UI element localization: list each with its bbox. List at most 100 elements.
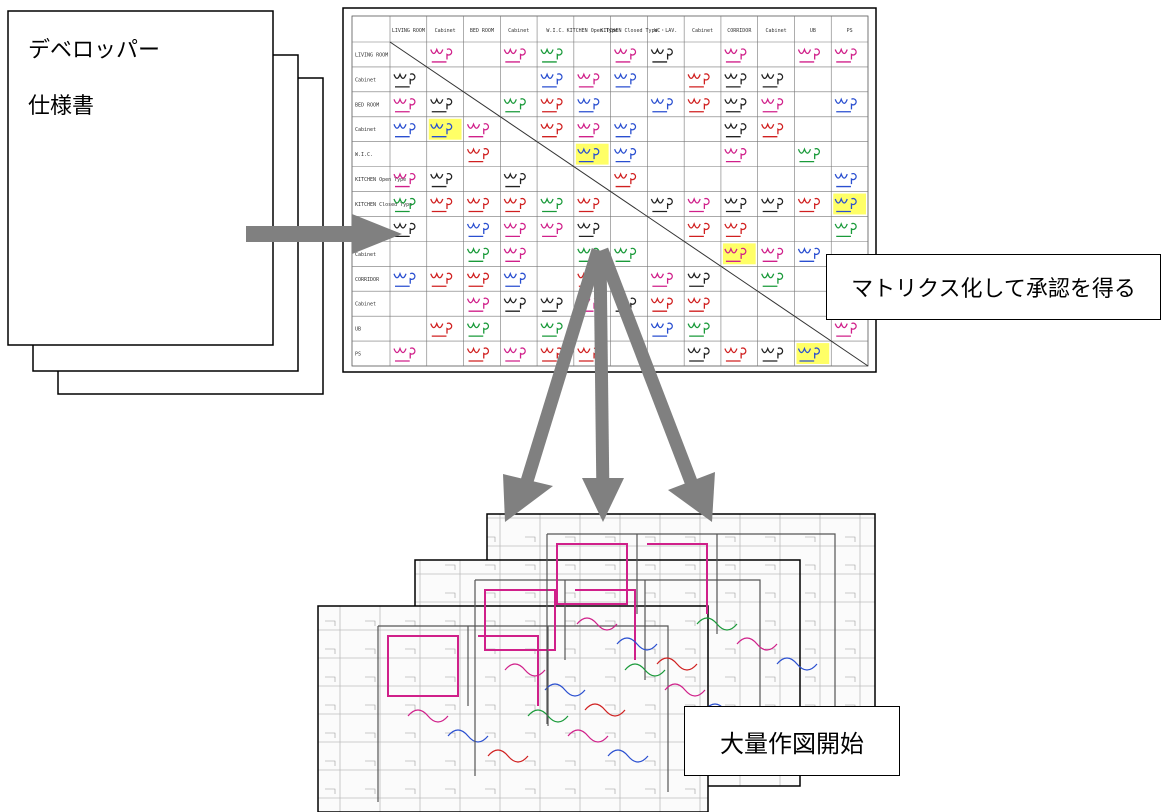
matrix-cell-mark: [650, 296, 673, 312]
developer-spec-title-line2: 仕様書: [28, 94, 95, 119]
matrix-cell-mark: [503, 247, 526, 262]
spec-page-front: [7, 10, 274, 346]
flow-arrows: [246, 214, 715, 522]
arrow-spec-to-matrix: [246, 214, 402, 254]
matrix-cell-mark: [466, 147, 489, 163]
matrix-col-header: W.I.C.: [546, 28, 564, 34]
matrix-cell-mark: [761, 197, 784, 213]
matrix-cell-mark: [466, 197, 489, 213]
matrix-cell-mark: [503, 346, 526, 362]
matrix-cell-mark: [503, 197, 526, 213]
matrix-cell-mark: [503, 47, 526, 63]
matrix-col-header: CORRIDOR: [727, 28, 752, 34]
matrix-col-header: KITCHEN Open Type: [567, 28, 618, 34]
matrix-cell-mark: [430, 47, 453, 63]
floor-plan-stack: [317, 513, 876, 812]
matrix-col-header: Cabinet: [692, 28, 713, 34]
matrix-cell-mark: [687, 271, 710, 287]
matrix-cell-mark: [430, 197, 453, 213]
matrix-cell-mark: [724, 72, 747, 88]
matrix-cell-mark: [687, 321, 710, 337]
matrix-cell-mark: [393, 271, 416, 287]
matrix-cell-mark: [614, 247, 637, 262]
matrix-cell-mark: [540, 122, 563, 138]
matrix-cell-mark: [430, 97, 453, 113]
matrix-cell-mark: [761, 122, 784, 138]
matrix-cell-mark: [466, 122, 489, 138]
matrix-cell-mark: [650, 197, 673, 213]
matrix-row-header: BED ROOM: [355, 102, 379, 108]
matrix-row-header: LIVING ROOM: [355, 52, 388, 58]
matrix-cell-mark: [466, 321, 489, 337]
matrix-approval-callout: マトリクス化して承認を得る: [826, 254, 1161, 320]
matrix-cell-mark: [650, 271, 673, 287]
matrix-cell-mark: [466, 271, 489, 287]
matrix-cell-mark: [834, 321, 857, 337]
matrix-cell-mark: [761, 97, 784, 113]
arrow-matrix-to-plans: [503, 247, 715, 522]
matrix-row-header: W.I.C.: [355, 152, 373, 158]
matrix-cell-mark: [503, 172, 526, 188]
matrix-cell-mark: [834, 197, 857, 213]
matrix-cell-mark: [540, 222, 563, 238]
matrix-cell-mark: [577, 147, 600, 163]
mass-drafting-callout: 大量作図開始: [684, 706, 900, 776]
matrix-cell-mark: [797, 47, 820, 63]
matrix-row-header: Cabinet: [355, 252, 376, 258]
matrix-cell-mark: [724, 346, 747, 362]
matrix-col-header: UB: [810, 28, 816, 34]
matrix-col-header: WC・LAV.: [654, 28, 677, 34]
matrix-cell-mark: [430, 122, 453, 138]
matrix-cell-mark: [540, 197, 563, 213]
matrix-cell-mark: [834, 172, 857, 188]
matrix-col-header: Cabinet: [435, 28, 456, 34]
matrix-cell-mark: [466, 346, 489, 362]
matrix-cell-mark: [393, 122, 416, 138]
matrix-cell-mark: [797, 197, 820, 213]
matrix-cell-mark: [540, 321, 563, 337]
matrix-cell-mark: [540, 72, 563, 88]
matrix-col-header: Cabinet: [766, 28, 787, 34]
matrix-cell-mark: [503, 271, 526, 287]
matrix-cell-mark: [687, 296, 710, 312]
matrix-row-header: CORRIDOR: [355, 277, 380, 283]
matrix-row-header: Cabinet: [355, 302, 376, 308]
matrix-cell-mark: [650, 47, 673, 63]
matrix-cell-mark: [614, 172, 637, 188]
matrix-cell-mark: [834, 222, 857, 238]
developer-spec-title-line1: デベロッパー: [28, 38, 161, 63]
developer-spec-stack: [7, 10, 324, 395]
matrix-col-header: BED ROOM: [470, 28, 494, 34]
matrix-cell-mark: [797, 346, 820, 362]
matrix-cell-mark: [393, 222, 416, 238]
matrix-cell-mark: [761, 72, 784, 88]
matrix-cell-mark: [503, 222, 526, 238]
matrix-cell-mark: [393, 72, 416, 88]
matrix-cell-mark: [466, 222, 489, 238]
matrix-cell-mark: [577, 197, 600, 213]
matrix-cell-mark: [614, 72, 637, 88]
matrix-cell-mark: [430, 271, 453, 287]
matrix-cell-mark: [393, 197, 416, 213]
floor-plan-front: [317, 605, 709, 812]
matrix-cell-mark: [761, 247, 784, 262]
matrix-cell-mark: [834, 47, 857, 63]
matrix-cell-mark: [724, 47, 747, 63]
matrix-cell-mark: [577, 72, 600, 88]
matrix-cell-mark: [650, 97, 673, 113]
matrix-cell-mark: [797, 147, 820, 163]
matrix-cell-mark: [761, 346, 784, 362]
matrix-cell-mark: [797, 247, 820, 262]
matrix-cell-mark: [724, 197, 747, 213]
matrix-cell-mark: [503, 296, 526, 312]
matrix-row-header: KITCHEN Closed Type: [355, 202, 412, 208]
matrix-cell-mark: [761, 271, 784, 287]
matrix-cell-mark: [466, 247, 489, 262]
matrix-row-header: Cabinet: [355, 127, 376, 133]
matrix-cell-mark: [724, 247, 747, 262]
matrix-cell-mark: [724, 122, 747, 138]
matrix-cell-mark: [687, 97, 710, 113]
matrix-cell-mark: [687, 222, 710, 238]
floor-plan-markup: [377, 533, 836, 802]
